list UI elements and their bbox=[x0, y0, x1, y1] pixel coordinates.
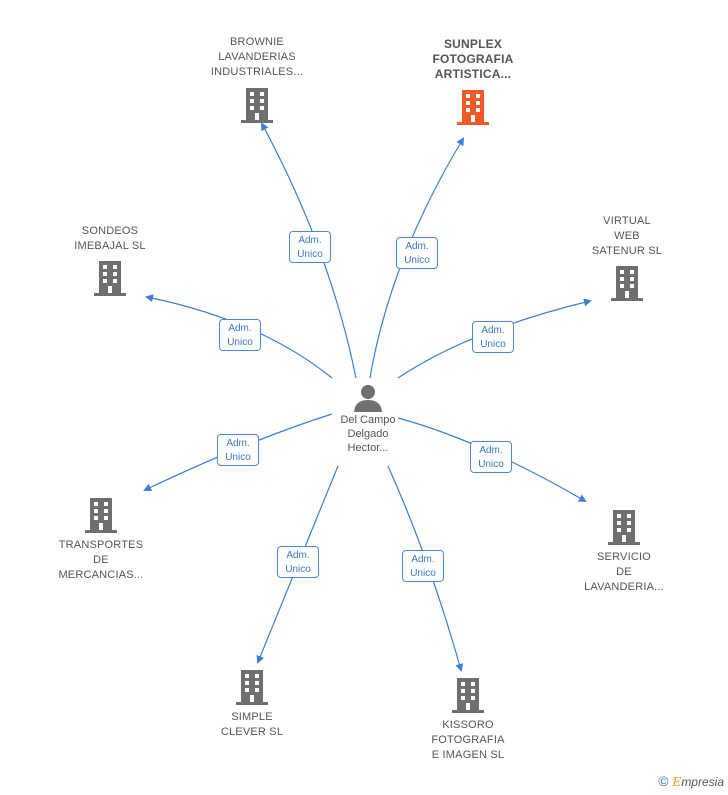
company-label: TRANSPORTES DE MERCANCIAS... bbox=[58, 539, 144, 581]
edge-label-simple[interactable]: Adm. Unico bbox=[277, 546, 319, 578]
company-label: VIRTUAL WEB SATENUR SL bbox=[591, 215, 663, 257]
company-node-servicio[interactable]: SERVICIO DE LAVANDERIA... bbox=[572, 508, 676, 595]
edge-label-kissoro[interactable]: Adm. Unico bbox=[402, 550, 444, 582]
building-icon bbox=[452, 678, 484, 713]
edge-label-virtual[interactable]: Adm. Unico bbox=[472, 321, 514, 353]
edge-label-servicio[interactable]: Adm. Unico bbox=[470, 441, 512, 473]
company-label: KISSORO FOTOGRAFIA E IMAGEN SL bbox=[431, 719, 505, 761]
person-icon bbox=[354, 385, 382, 412]
company-label: BROWNIE LAVANDERIAS INDUSTRIALES... bbox=[210, 36, 304, 78]
brand-initial: E bbox=[672, 775, 682, 789]
company-node-kissoro[interactable]: KISSORO FOTOGRAFIA E IMAGEN SL bbox=[418, 676, 518, 763]
edge-label-sunplex[interactable]: Adm. Unico bbox=[396, 237, 438, 269]
copyright-icon: © bbox=[658, 773, 669, 789]
building-icon bbox=[94, 261, 126, 296]
company-node-virtual[interactable]: VIRTUAL WEB SATENUR SL bbox=[578, 214, 676, 302]
brand-watermark: ©Empresia bbox=[658, 773, 724, 789]
company-node-transportes[interactable]: TRANSPORTES DE MERCANCIAS... bbox=[48, 496, 154, 583]
company-label: SIMPLE CLEVER SL bbox=[220, 711, 284, 738]
edge-label-brownie[interactable]: Adm. Unico bbox=[289, 231, 331, 263]
edge-label-sondeos[interactable]: Adm. Unico bbox=[219, 319, 261, 351]
center-person[interactable]: Del Campo Delgado Hector... bbox=[340, 383, 396, 455]
center-person-label: Del Campo Delgado Hector... bbox=[340, 414, 396, 454]
company-node-simple[interactable]: SIMPLE CLEVER SL bbox=[208, 668, 296, 740]
building-icon bbox=[85, 498, 117, 533]
brand-name: mpresia bbox=[681, 775, 724, 789]
building-icon bbox=[241, 88, 273, 123]
company-node-sunplex[interactable]: SUNPLEX FOTOGRAFIA ARTISTICA... bbox=[415, 37, 531, 126]
company-label: SONDEOS IMEBAJAL SL bbox=[74, 225, 146, 252]
building-icon bbox=[611, 266, 643, 301]
building-icon bbox=[457, 90, 489, 125]
company-label: SUNPLEX FOTOGRAFIA ARTISTICA... bbox=[432, 37, 514, 81]
company-node-brownie[interactable]: BROWNIE LAVANDERIAS INDUSTRIALES... bbox=[196, 35, 318, 124]
edge-label-transportes[interactable]: Adm. Unico bbox=[217, 434, 259, 466]
building-icon bbox=[608, 510, 640, 545]
building-icon bbox=[236, 670, 268, 705]
company-node-sondeos[interactable]: SONDEOS IMEBAJAL SL bbox=[60, 224, 160, 297]
company-label: SERVICIO DE LAVANDERIA... bbox=[584, 551, 664, 593]
